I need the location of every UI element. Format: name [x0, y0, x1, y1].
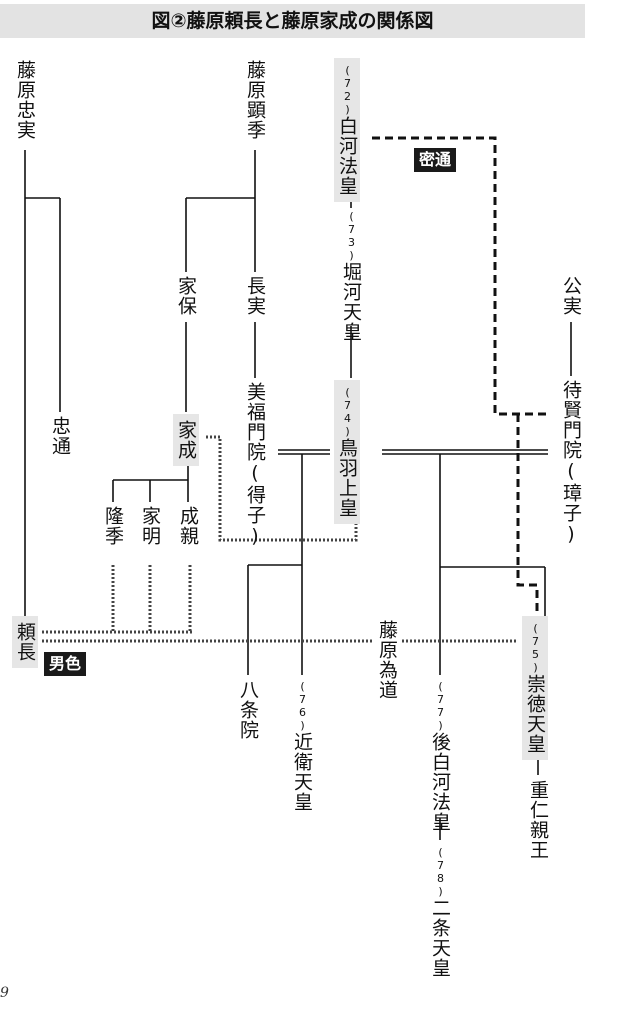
sutoku-box: (75)崇徳天皇 [522, 616, 548, 760]
nijo-number: (78) [434, 846, 447, 898]
shirakawa-number: (72) [341, 64, 354, 116]
affair-tag: 密通 [414, 148, 457, 172]
toba-number: (74) [341, 386, 354, 438]
diagram-title: 図②藤原頼長と藤原家成の関係図 [151, 10, 434, 32]
name-shigehito: 重仁親王 [527, 780, 549, 860]
name-ieakira: 家明 [139, 506, 161, 546]
name-takasue: 隆季 [102, 506, 124, 546]
name-taikenmonin: 待賢門院(璋子) [560, 380, 582, 546]
shirakawa-box: (72)白河法皇 [334, 58, 360, 202]
name-nijo: 二条天皇 [429, 898, 451, 978]
name-fujiwara-tamemichi: 藤原為道 [376, 620, 398, 700]
horikawa-label: (73)堀河天皇 [340, 210, 362, 342]
sutoku-number: (75) [529, 622, 542, 674]
name-ienari: 家成 [173, 414, 199, 466]
name-tadazane: 藤原忠実 [14, 60, 36, 140]
nijo-label: (78)二条天皇 [429, 846, 451, 978]
name-narichika: 成親 [177, 506, 199, 546]
name-ieyasu: 家保 [175, 276, 197, 316]
name-kinzane: 公実 [560, 276, 582, 316]
title-bar [0, 4, 585, 38]
name-nagazane: 長実 [244, 276, 266, 316]
name-akisue: 藤原顕季 [244, 60, 266, 140]
konoe-number: (76) [296, 680, 309, 732]
name-yorinaga: 頼長 [12, 616, 38, 668]
goshirakawa-label: (77)後白河法皇 [429, 680, 451, 832]
name-tadamichi: 忠通 [49, 416, 71, 456]
name-bifukumonin: 美福門院(得子) [244, 382, 266, 548]
page-number: 9 [0, 985, 9, 1001]
name-sutoku: 崇徳天皇 [524, 674, 546, 754]
horikawa-number: (73) [345, 210, 358, 262]
goshirakawa-number: (77) [434, 680, 447, 732]
affair-line-taiken-sutoku [516, 414, 539, 620]
affair-line-shirakawa-taiken [372, 136, 548, 416]
toba-box: (74)鳥羽上皇 [334, 380, 360, 524]
name-toba: 鳥羽上皇 [336, 438, 358, 518]
name-goshirakawa: 後白河法皇 [429, 732, 451, 832]
name-hachijoin: 八条院 [237, 680, 259, 740]
name-konoe: 近衛天皇 [291, 732, 313, 812]
nanshoku-tag: 男色 [44, 652, 87, 676]
name-horikawa: 堀河天皇 [340, 262, 362, 342]
name-shirakawa: 白河法皇 [336, 116, 358, 196]
nanshoku-ienari-toba [206, 435, 358, 542]
konoe-label: (76)近衛天皇 [291, 680, 313, 812]
